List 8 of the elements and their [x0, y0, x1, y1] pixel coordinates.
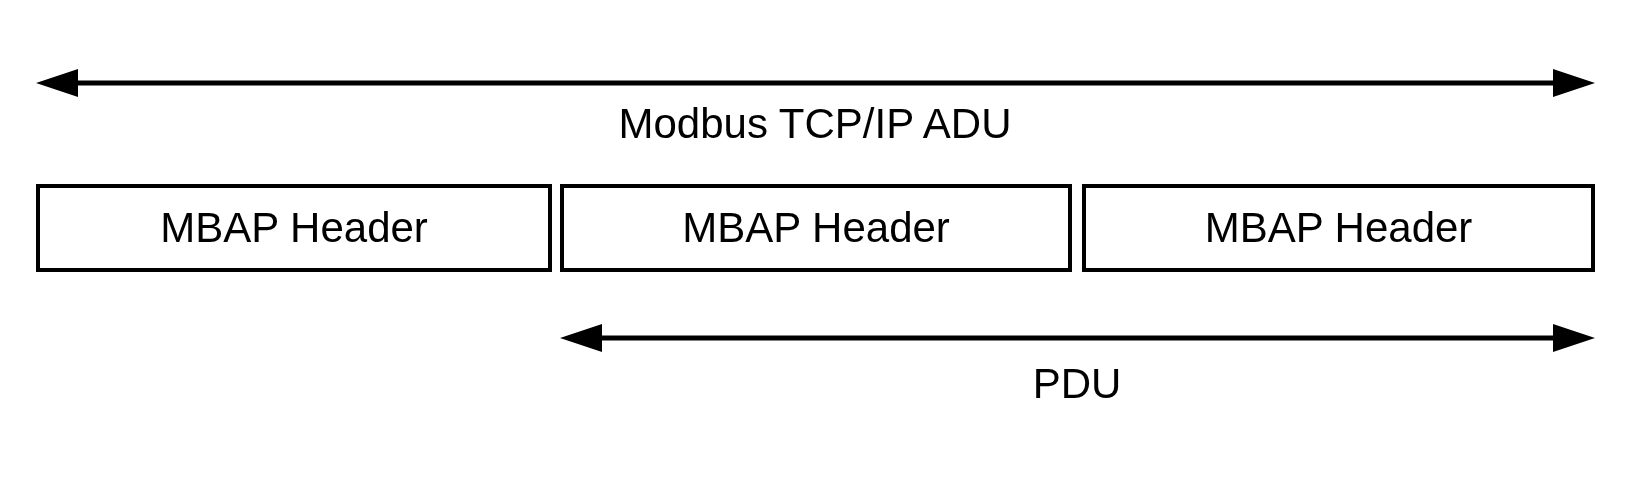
header-field-box — [36, 184, 552, 272]
field-label: MBAP Header — [1204, 204, 1473, 252]
header-field-box — [560, 184, 1072, 272]
dimension-label: Modbus TCP/IP ADU — [618, 100, 1012, 148]
header-field-box — [1082, 184, 1595, 272]
dimension-label: PDU — [1032, 360, 1122, 408]
field-label: MBAP Header — [682, 204, 950, 252]
field-label: MBAP Header — [160, 204, 428, 252]
